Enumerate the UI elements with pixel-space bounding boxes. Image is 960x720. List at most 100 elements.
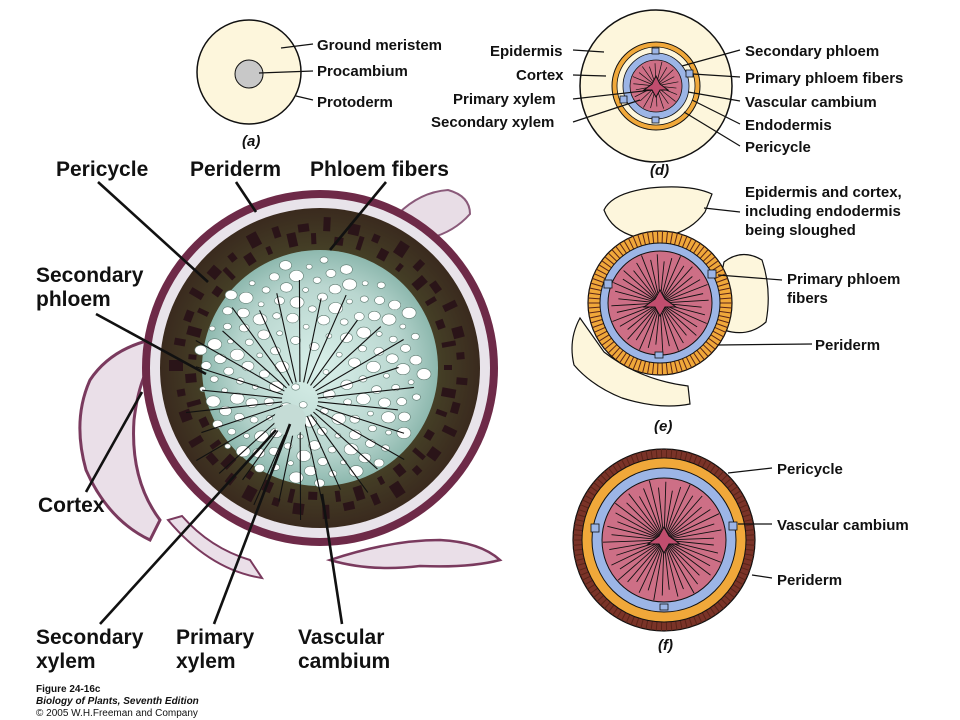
xylem-vessel [291, 383, 300, 391]
periderm-cell-wall [637, 234, 642, 247]
xylem-ray [658, 69, 674, 84]
xylem-vessel [256, 352, 264, 359]
periderm-cell-wall [627, 238, 635, 250]
periderm-cell-wall [678, 359, 683, 372]
xylem-vessel [223, 366, 235, 376]
xylem-vessel [296, 449, 312, 462]
xylem-ray [316, 366, 399, 395]
xylem-ray [640, 88, 654, 102]
xylem-ray [665, 293, 704, 303]
xylem-vessel [252, 313, 268, 326]
periderm-cell-wall [670, 621, 673, 631]
periderm-cell-wall [588, 292, 601, 296]
xylem-vessel [342, 278, 357, 291]
xylem-vessel [288, 471, 304, 484]
label-cortex: Cortex [516, 67, 564, 84]
periderm-cell-wall [619, 352, 627, 363]
phloem-fiber-cluster [388, 480, 406, 499]
phloem-fiber-cluster [310, 233, 317, 245]
periderm-cell-wall [587, 490, 596, 497]
xylem-vessel [398, 411, 411, 422]
xylem-ray [635, 307, 658, 341]
phloem-fiber-cluster [412, 447, 426, 461]
periderm-cell-wall [724, 478, 732, 485]
xylem-ray [643, 488, 663, 535]
xylem-vessel [290, 336, 301, 345]
xylem-ray [276, 293, 297, 383]
caption-f: (f) [658, 637, 673, 654]
xylem-vessel [243, 433, 250, 439]
xylem-ray [650, 259, 660, 298]
periderm-cell-wall [579, 571, 589, 576]
xylem-vessel [383, 373, 390, 379]
xylem-ray [665, 545, 684, 590]
xylem-vessel [367, 410, 374, 417]
xylem-ray [669, 529, 722, 540]
xylem-ray [636, 262, 658, 299]
phloem-fiber-cluster [198, 416, 210, 428]
phloem-fiber-cluster [441, 424, 458, 438]
periderm-cell-wall [737, 499, 746, 505]
phloem-fiber-cluster [211, 285, 224, 298]
periderm-cell-wall [601, 337, 612, 346]
xylem-ray [647, 308, 659, 348]
xylem-ray [648, 480, 664, 535]
xylem-ray [669, 537, 715, 541]
xylem-vessel [305, 264, 313, 270]
periderm-cell-wall [635, 617, 640, 627]
label-primary-phloem-fibers-e1: Primary phloem [787, 271, 900, 288]
xylem-vessel [308, 305, 317, 313]
periderm-cell-wall [716, 323, 728, 329]
periderm-cell-wall [718, 314, 731, 319]
primary-phloem-fiber [590, 523, 600, 533]
xylem-vessel [416, 368, 432, 381]
phloem-fiber-cluster [451, 325, 465, 340]
xylem-ray [317, 401, 398, 411]
xylem-rays [611, 254, 709, 352]
periderm-cell-wall [642, 361, 646, 373]
phloem-fiber-cluster [185, 373, 197, 384]
xylem-ray [665, 299, 709, 304]
xylem-vessel [229, 348, 245, 361]
xylem-vessel [322, 369, 330, 375]
xylem-vessel [375, 331, 383, 337]
xylem-ray [613, 282, 655, 301]
xylem-vessel [407, 379, 415, 385]
periderm-cell-wall [712, 330, 724, 338]
periderm-cell-wall [578, 567, 587, 572]
xylem-ray [303, 417, 324, 507]
xylem-ray [665, 486, 682, 535]
periderm-cell-wall [592, 277, 604, 283]
periderm-cell-wall [607, 344, 618, 354]
xylem-ray [619, 305, 656, 327]
xylem-vessel [373, 458, 385, 468]
xylem-ray [627, 306, 656, 330]
xylem-ray [317, 386, 414, 399]
periderm-cell-wall [594, 326, 606, 333]
label-secondary-phloem: Secondary phloem [745, 43, 879, 60]
label-secondary-xylem: Secondary xylem [431, 114, 554, 131]
phloem-fiber-cluster [376, 475, 386, 486]
periderm-cell-wall [621, 612, 627, 621]
periderm-cell-wall [718, 287, 731, 292]
periderm-cell-wall [584, 494, 593, 501]
xylem-vessel [289, 296, 305, 309]
xylem-vessel [248, 280, 256, 286]
xylem-ray [669, 540, 714, 546]
periderm-cell-wall [685, 238, 693, 250]
periderm-cell-wall [616, 461, 623, 471]
xylem-ray [615, 512, 659, 538]
periderm-cell-wall [579, 504, 589, 509]
xylem-ray [632, 76, 653, 85]
periderm-cell-wall [739, 571, 749, 576]
periderm-cell-wall [717, 601, 724, 610]
xylem-ray [663, 481, 667, 535]
xylem-vessel [257, 329, 271, 340]
xylem-vessel [401, 306, 417, 319]
label-primary-xylem-micro-2: xylem [176, 650, 236, 673]
phloem-fiber-cluster [292, 502, 305, 516]
periderm-hatching [588, 231, 732, 375]
periderm-cell-wall [737, 575, 746, 581]
periderm-cell-wall [742, 513, 752, 518]
